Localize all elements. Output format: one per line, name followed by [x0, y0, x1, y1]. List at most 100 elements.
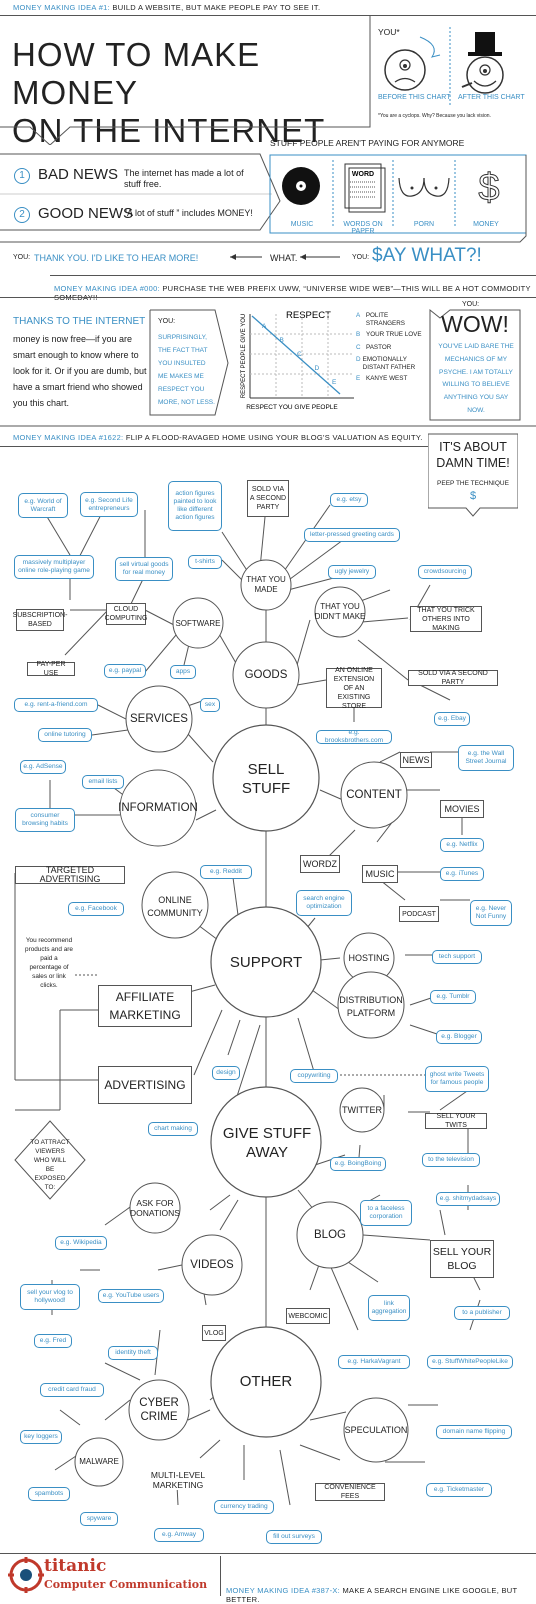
box-sold-second-party: SOLD VIA A SECOND PARTY [247, 480, 289, 517]
about-time-dollar: $ [469, 490, 477, 502]
footer-brand-titanic: titanic [44, 1556, 107, 1576]
idea-1-text: BUILD A WEBSITE, BUT MAKE PEOPLE PAY TO … [112, 3, 321, 12]
pill-stuffwhitepeople: e.g. StuffWhitePeopleLike [427, 1355, 513, 1369]
pill-never-funny: e.g. Never Not Funny [470, 900, 512, 926]
made-circle [240, 559, 292, 611]
pill-etsy: e.g. etsy [330, 493, 368, 507]
pill-action-figures: action figures painted to look like diff… [168, 481, 222, 531]
after-chart-label: AFTER THIS CHART [458, 94, 525, 101]
page-title: HOW TO MAKE MONEY ON THE INTERNET [12, 36, 372, 150]
record-icon [282, 167, 320, 205]
pill-itunes: e.g. iTunes [440, 867, 484, 881]
attract-diamond [14, 1120, 86, 1200]
pill-spyware: spyware [80, 1512, 118, 1526]
respect-point-label: D [315, 365, 320, 372]
affiliate-note: You recommend products and are paid a pe… [25, 937, 73, 989]
pill-vlog-hollywood: sell your vlog to hollywood! [20, 1284, 80, 1310]
hub-other: OTHER [239, 1373, 293, 1390]
node-twitter: TWITTER [342, 1105, 382, 1115]
porn-icon [398, 177, 450, 197]
legend-text: YOUR TRUE LOVE [366, 331, 422, 338]
stuff-header: STUFF PEOPLE AREN'T PAYING FOR ANYMORE [270, 138, 465, 148]
pill-television: to the television [422, 1153, 480, 1167]
node-malware: MALWARE [79, 1457, 119, 1466]
pill-brooks-brothers: e.g. brooksbrothers.com [316, 729, 392, 744]
legend-key: A [356, 312, 361, 319]
footer-brand-cc: Computer Communication [44, 1578, 208, 1591]
pill-ticketmaster: e.g. Ticketmaster [426, 1483, 492, 1497]
pill-wsj: e.g. the Wall Street Journal [458, 745, 514, 771]
box-targeted-advertising: TARGETED ADVERTISING [15, 866, 125, 884]
hub-other-circle [210, 1326, 322, 1438]
software-circle [172, 597, 224, 649]
box-pay-per-use: PAY-PER USE [27, 661, 75, 677]
pill-fred: e.g. Fred [34, 1334, 72, 1348]
pill-publisher: to a publisher [454, 1306, 510, 1320]
pill-boingboing: e.g. BoingBoing [330, 1157, 386, 1171]
services-circle [125, 685, 193, 753]
legend-key: D [356, 356, 361, 363]
pill-fill-out-surveys: fill out surveys [266, 1530, 322, 1544]
legend-text: EMOTIONALLY DISTANT FATHER [362, 356, 416, 371]
pill-harkavagrant: e.g. HarkaVagrant [338, 1355, 410, 1369]
footer-divider-vertical [220, 1556, 221, 1596]
pill-rent-a-friend: e.g. rent-a-friend.com [14, 698, 98, 712]
sad-face-icon [384, 49, 426, 91]
hub-sell-circle [212, 724, 320, 832]
node-blog: BLOG [314, 1229, 346, 1241]
box-convenience-fees: CONVENIENCE FEES [315, 1483, 385, 1501]
pill-shitmydadsays: e.g. shitmydadsays [436, 1192, 500, 1206]
pill-link-aggregation: link aggregation [368, 1295, 410, 1321]
respect-x-label: RESPECT YOU GIVE PEOPLE [246, 404, 338, 411]
respect-you-label: YOU: [158, 318, 176, 325]
dialog-you-1: YOU: [13, 254, 31, 261]
respect-point-label: E [332, 379, 337, 386]
pill-blogger: e.g. Blogger [436, 1030, 482, 1044]
respect-frame [0, 308, 536, 427]
svg-text:$: $ [478, 167, 499, 209]
dialog-what: WHAT. [270, 253, 298, 263]
divider [0, 446, 428, 447]
legend-text: PASTOR [366, 343, 392, 351]
pill-reddit: e.g. Reddit [200, 865, 252, 879]
box-advertising: ADVERTISING [98, 1066, 192, 1104]
pill-design: design [212, 1066, 240, 1080]
pill-copywriting: copywriting [290, 1069, 338, 1083]
pill-seo: search engine optimization [296, 890, 352, 916]
dialog-say-what: $AY WHAT?! [372, 245, 482, 266]
pill-world-warcraft: e.g. World of Warcraft [18, 493, 68, 518]
respect-you-text: SURPRISINGLY, THE FACT THAT YOU INSULTED… [158, 334, 215, 406]
pill-email-lists: email lists [82, 775, 124, 789]
pill-credit-card-fraud: credit card fraud [40, 1383, 104, 1397]
pill-consumer-browsing: consumer browsing habits [15, 808, 75, 832]
online-circle [141, 871, 209, 939]
about-time-sub: PEEP THE TECHNIQUE [437, 480, 509, 487]
box-subscription: SUBSCRIPTION-BASED [13, 609, 67, 631]
pill-youtube: e.g. YouTube users [98, 1289, 164, 1303]
bad-news-number: 1 [14, 168, 30, 184]
twitter-circle [339, 1087, 385, 1133]
word-document-icon: WORD [344, 163, 386, 213]
videos-circle [181, 1234, 243, 1296]
cyber-circle [128, 1379, 190, 1441]
pill-letterpress: letter-pressed greeting cards [304, 528, 400, 542]
pill-netflix: e.g. Netflix [440, 838, 484, 852]
bad-news-label: BAD NEWS [38, 166, 119, 183]
box-vlog: VLOG [202, 1325, 226, 1341]
box-trick-others: THAT YOU TRICK OTHERS INTO MAKING [410, 606, 482, 632]
pill-identity-theft: identity theft [108, 1346, 158, 1360]
pill-second-life: e.g. Second Life entrepreneurs [80, 492, 138, 517]
wow-title: WOW! [441, 311, 509, 337]
about-time-title: IT'S ABOUT DAMN TIME! [436, 440, 510, 470]
pill-apps: apps [170, 665, 196, 679]
information-circle [119, 769, 197, 847]
item-music: MUSIC [290, 221, 314, 228]
node-that-you-made: THAT YOU MADE [246, 575, 286, 594]
box-sell-your-blog: SELL YOUR BLOG [430, 1240, 494, 1278]
distribution-circle [337, 971, 405, 1039]
respect-y-label: RESPECT PEOPLE GIVE YOU [241, 314, 247, 398]
box-music: MUSIC [362, 865, 398, 883]
pill-paypal: e.g. paypal [104, 664, 146, 678]
